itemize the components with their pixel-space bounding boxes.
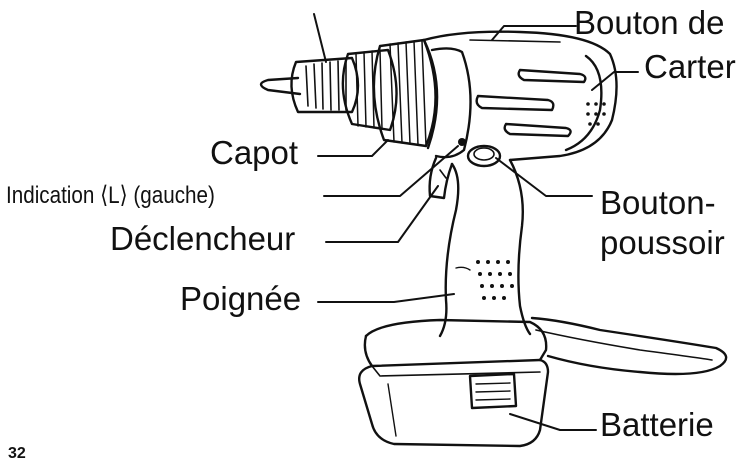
leader-bouton-poussoir: [496, 158, 592, 196]
page-number: 32: [8, 446, 26, 462]
leader-poignee: [318, 294, 454, 302]
leader-batterie: [510, 414, 596, 430]
leader-indication: [324, 146, 458, 196]
housing: [424, 32, 617, 160]
label-capot: Capot: [210, 136, 298, 169]
label-declencheur: Déclencheur: [110, 222, 295, 255]
label-bouton-de: Bouton de: [574, 6, 724, 39]
label-bouton: Bouton-: [600, 186, 716, 219]
leader-chuck: [314, 14, 326, 62]
leader-capot: [318, 140, 388, 156]
handle: [430, 158, 530, 336]
label-indication-gauche: Indication ⟨L⟩ (gauche): [6, 184, 215, 208]
wrist-strap: [532, 318, 726, 374]
push-button: [458, 138, 500, 166]
label-poussoir: poussoir: [600, 226, 725, 259]
battery: [359, 320, 548, 446]
chuck: [261, 40, 437, 148]
leader-declencheur: [326, 186, 438, 242]
leader-lines: [314, 14, 638, 430]
label-batterie: Batterie: [600, 408, 714, 441]
label-carter: Carter: [644, 50, 736, 83]
label-poignee: Poignée: [180, 282, 301, 315]
